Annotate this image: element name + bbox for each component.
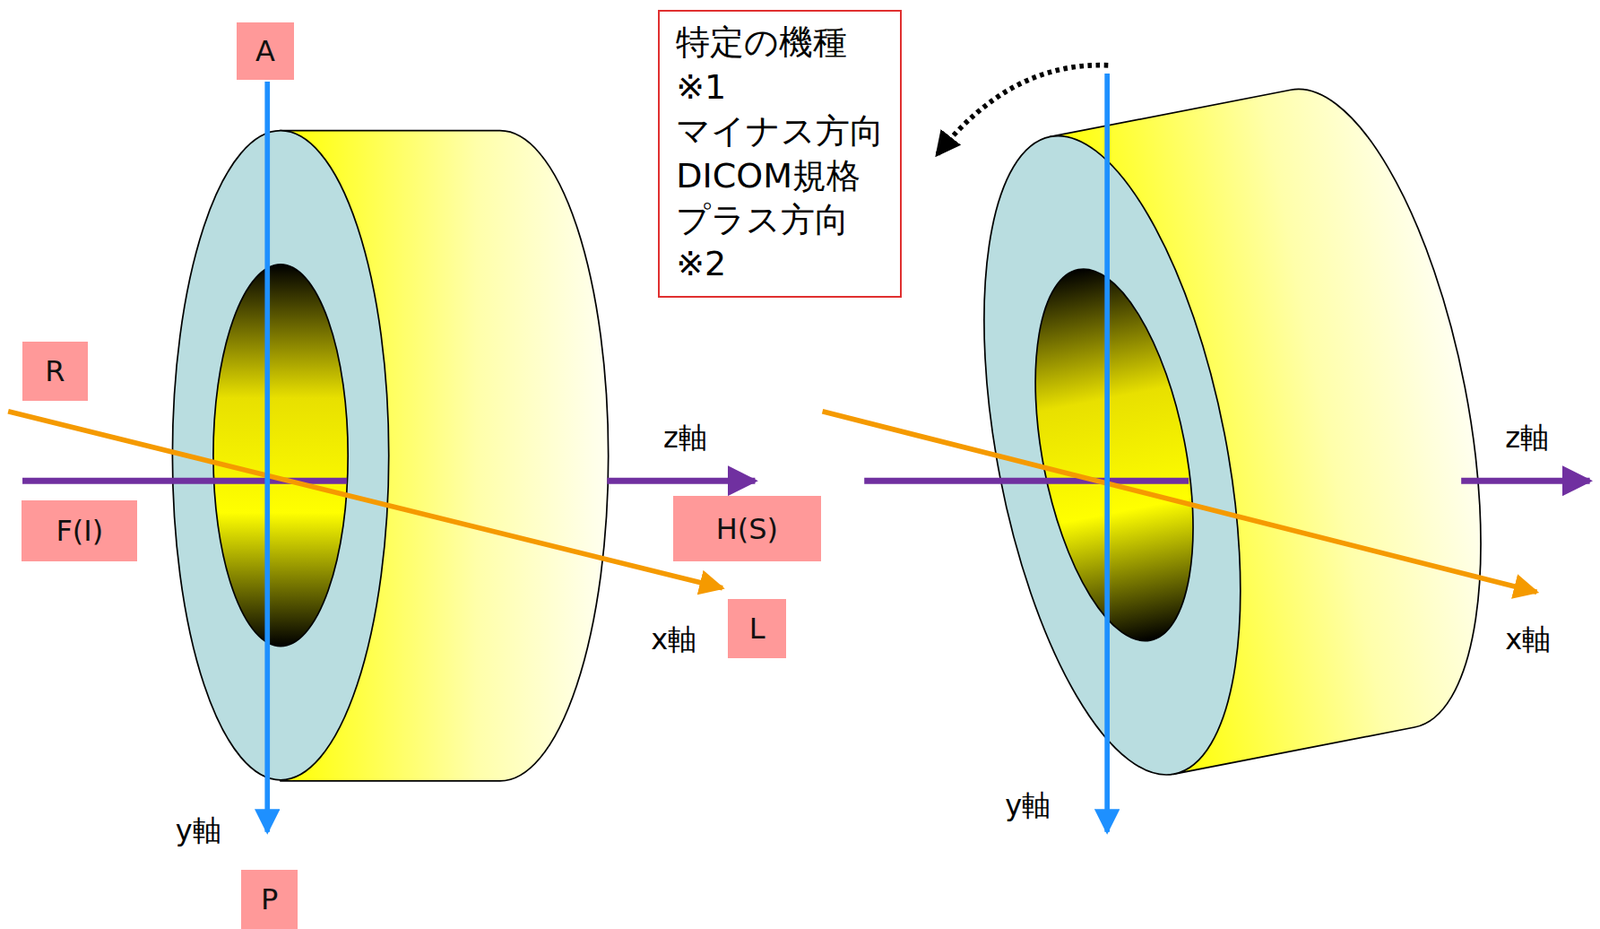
z-axis — [864, 477, 1189, 485]
axis-label: x軸 — [650, 620, 697, 660]
node-text: A — [255, 34, 276, 69]
x-axis — [822, 411, 1538, 593]
axis-direction-label: A — [236, 22, 295, 80]
axis-direction-label: P — [241, 869, 299, 929]
z-axis — [1461, 477, 1590, 485]
axis-label: z軸 — [1504, 418, 1549, 459]
axis-direction-label: L — [727, 598, 787, 658]
axis-label: x軸 — [1504, 620, 1551, 660]
right-gantry — [822, 65, 1591, 832]
axis-direction-label: R — [22, 341, 88, 401]
x-axis — [8, 411, 723, 589]
axis-label: y軸 — [175, 811, 222, 851]
node-text: P — [260, 882, 278, 917]
axis-label: y軸 — [1004, 786, 1051, 826]
callout-box: 特定の機種※1 マイナス方向 DICOM規格 プラス方向※2 — [657, 9, 902, 297]
node-text: F(I) — [55, 513, 104, 548]
axis-direction-label: H(S) — [673, 495, 822, 562]
node-text: R — [44, 354, 65, 389]
left-gantry — [8, 81, 755, 832]
node-text: 特定の機種※1 マイナス方向 DICOM規格 プラス方向※2 — [675, 20, 884, 286]
gantry-bore — [213, 264, 348, 647]
y-axis — [1104, 73, 1110, 832]
node-text: L — [749, 611, 766, 646]
axis-label: z軸 — [663, 418, 708, 459]
node-text: H(S) — [716, 511, 779, 546]
gantry-front — [172, 130, 389, 780]
rotation-arrow — [936, 65, 1108, 156]
y-axis — [264, 81, 270, 832]
gantry-bore — [1008, 255, 1221, 654]
axis-direction-label: F(I) — [21, 500, 138, 562]
z-axis — [606, 477, 755, 485]
